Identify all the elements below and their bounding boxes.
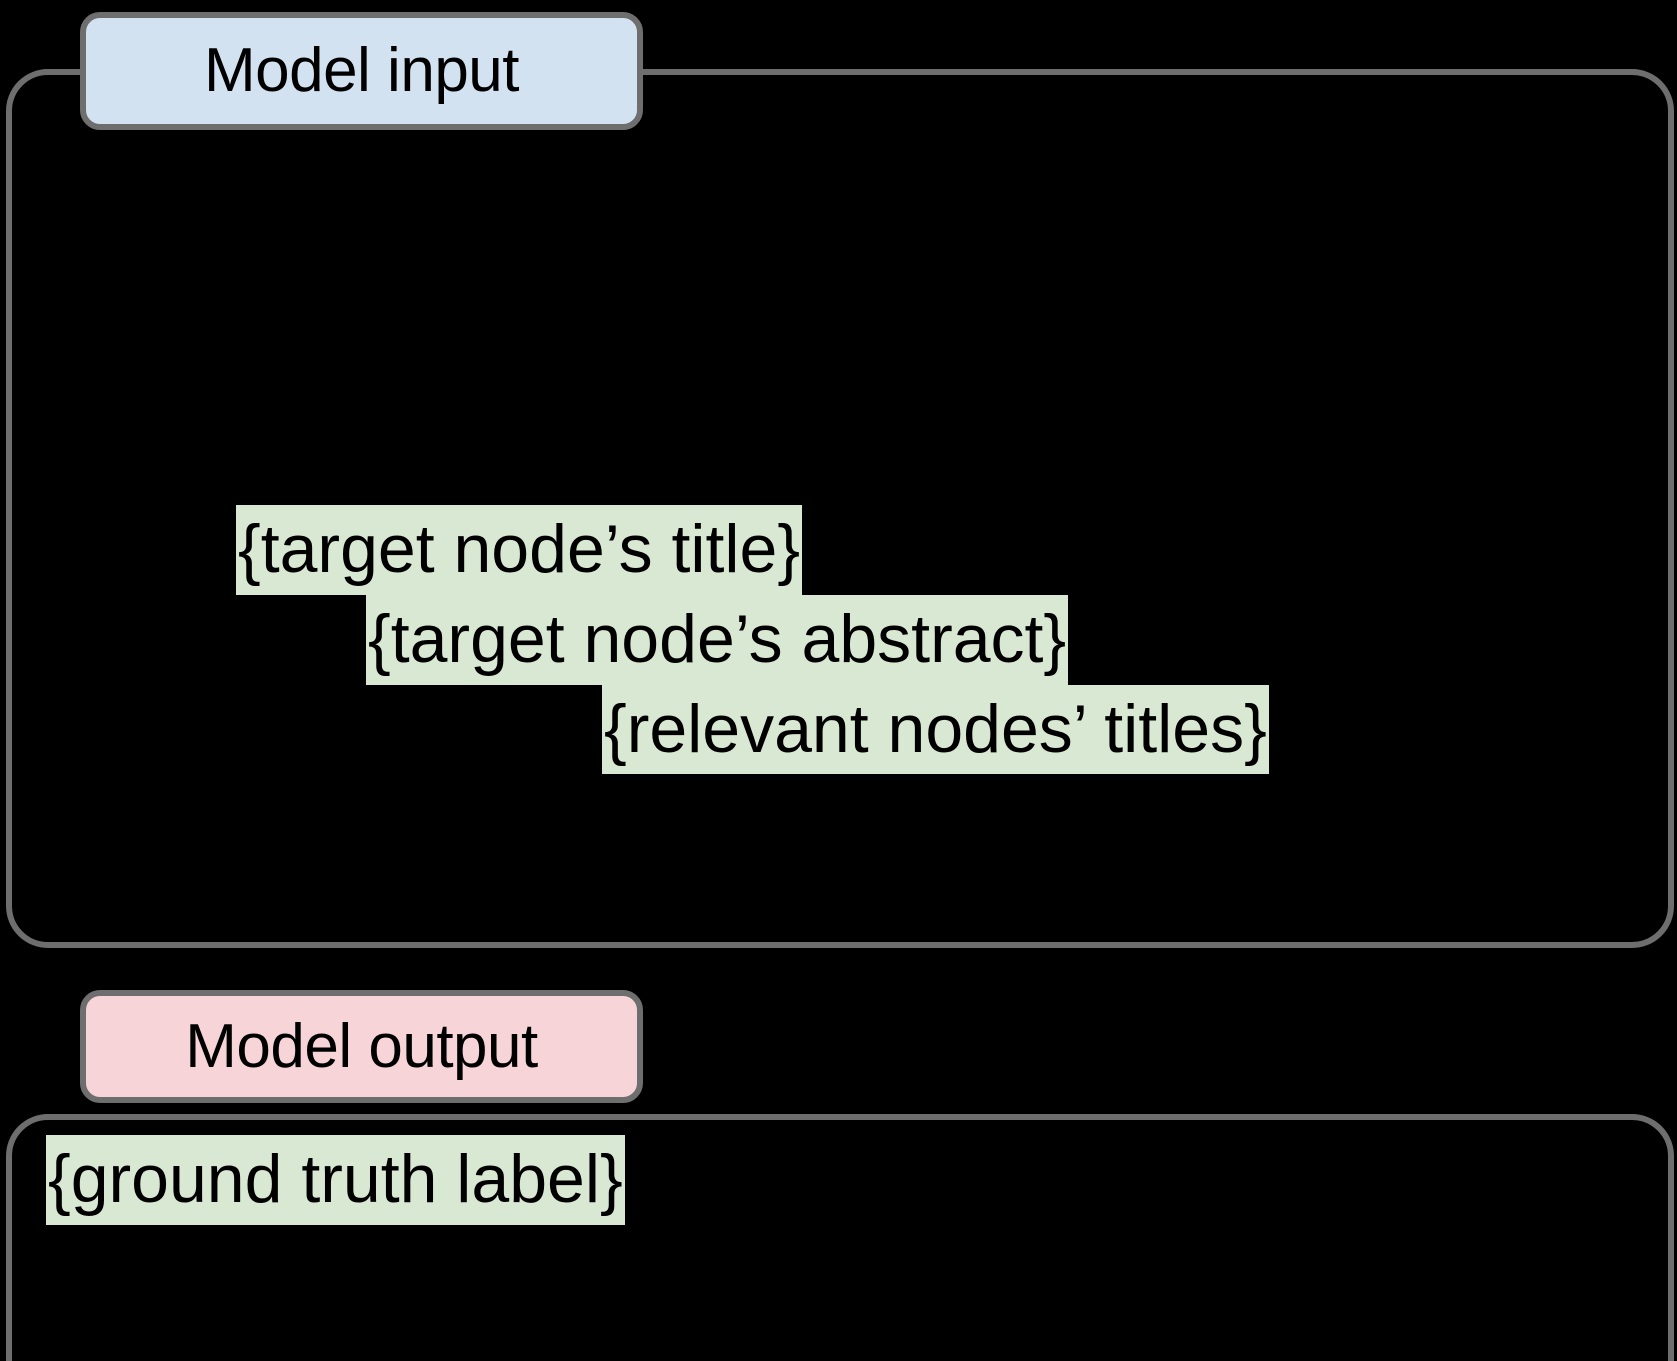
model-output-label-text: Model output — [185, 1011, 538, 1081]
model-output-panel — [6, 1114, 1674, 1361]
placeholder-ground-truth-label: {ground truth label} — [46, 1135, 625, 1225]
input-line-row: {target node’s abstract} — [0, 594, 1677, 685]
input-line-row: {target node’s title} — [0, 505, 1677, 595]
model-input-content: {target node’s title} {target node’s abs… — [0, 505, 1677, 775]
model-input-label-chip: Model input — [80, 12, 643, 130]
model-input-panel — [6, 69, 1674, 948]
input-line-row: {relevant nodes’ titles} — [0, 684, 1677, 775]
model-input-label-text: Model input — [203, 36, 520, 105]
placeholder-target-node-abstract: {target node’s abstract} — [366, 594, 1069, 685]
model-output-content: {ground truth label} — [46, 1135, 625, 1225]
placeholder-relevant-nodes-titles: {relevant nodes’ titles} — [602, 684, 1269, 775]
model-output-label-chip: Model output — [80, 990, 643, 1103]
placeholder-target-node-title: {target node’s title} — [236, 505, 803, 595]
